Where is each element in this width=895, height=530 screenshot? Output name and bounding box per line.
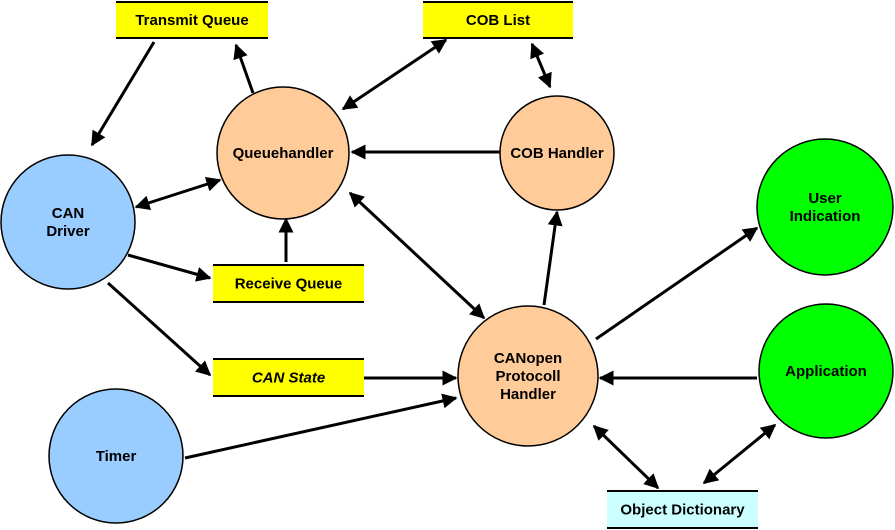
cob-handler-circle (499, 95, 615, 211)
node-timer: Timer (48, 388, 184, 524)
queuehandler-circle (216, 86, 350, 220)
can-driver-label: Driver (46, 223, 90, 240)
node-can-state: CAN State (213, 358, 364, 397)
user-indication-label: Indication (790, 208, 861, 225)
application-circle (758, 303, 894, 439)
node-object-dictionary: Object Dictionary (607, 490, 758, 529)
object-dictionary-label: Object Dictionary (620, 502, 745, 519)
can-driver-label: CAN (52, 205, 85, 222)
node-receive-queue: Receive Queue (213, 264, 364, 303)
edge-canopen-handler-to-user-indication (595, 226, 759, 341)
queuehandler-label: Queuehandler (233, 145, 334, 162)
canopen-handler-label: CANopen (494, 350, 562, 367)
can-state-label: CAN State (252, 370, 325, 387)
transmit-queue-label: Transmit Queue (135, 12, 248, 29)
application-label: Application (785, 363, 867, 380)
canopen-handler-label: Handler (500, 386, 556, 403)
edge-canopen-handler-to-object-dictionary (592, 424, 660, 490)
timer-circle (48, 388, 184, 524)
edges-layer (90, 38, 777, 490)
timer-label: Timer (96, 448, 137, 465)
node-application: Application (758, 303, 894, 439)
user-indication-label: User (808, 190, 842, 207)
node-cob-list: COB List (423, 1, 573, 39)
edge-transmit-queue-to-can-driver (90, 41, 156, 147)
transmit-queue-box (116, 2, 268, 38)
edge-timer-to-canopen-handler (184, 393, 458, 460)
node-cob-handler: COB Handler (499, 95, 615, 211)
edge-can-driver-to-can-state (106, 281, 212, 377)
cob-list-label: COB List (466, 12, 530, 29)
edge-can-driver-to-queuehandler (134, 176, 222, 211)
object-dictionary-box (607, 491, 758, 528)
edge-queuehandler-to-canopen-handler (348, 191, 486, 320)
node-transmit-queue: Transmit Queue (116, 1, 268, 39)
canopen-handler-circle (457, 305, 599, 447)
edge-application-to-object-dictionary (702, 423, 777, 485)
cob-list-box (423, 2, 573, 38)
edge-queuehandler-to-transmit-queue (233, 43, 255, 94)
node-queuehandler: Queuehandler (216, 86, 350, 220)
receive-queue-box (213, 265, 364, 302)
can-driver-circle (0, 154, 136, 290)
can-state-box (213, 359, 364, 396)
edge-canopen-handler-to-cob-handler (542, 210, 563, 306)
edge-can-driver-to-receive-queue (127, 253, 212, 282)
edge-cob-list-to-cob-handler (530, 42, 552, 89)
cob-handler-label: COB Handler (510, 145, 604, 162)
user-indication-circle (756, 138, 894, 276)
canopen-handler-label: Protocoll (495, 368, 560, 385)
edge-queuehandler-to-cob-list (341, 38, 448, 111)
receive-queue-label: Receive Queue (235, 276, 343, 293)
